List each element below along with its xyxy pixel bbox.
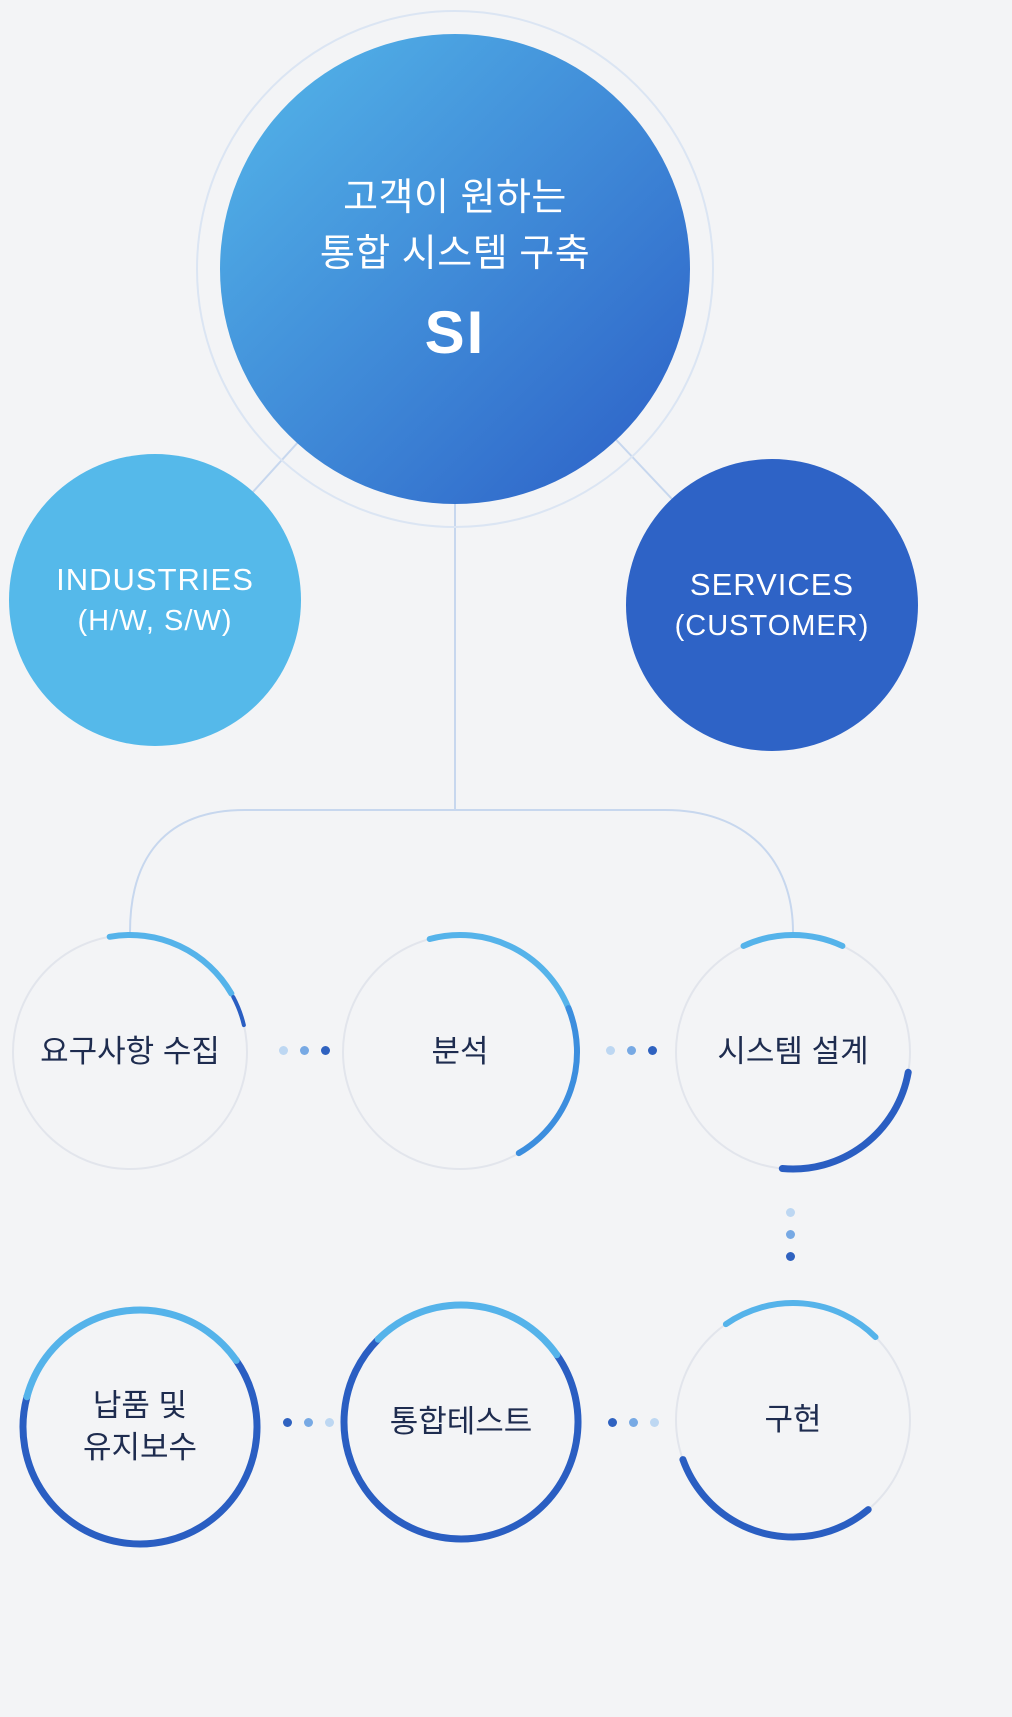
dot	[786, 1252, 795, 1261]
delivery-line1: 납품 및	[92, 1388, 188, 1424]
analysis-progress-arc	[340, 932, 580, 1172]
dot	[321, 1046, 330, 1055]
services-circle: SERVICES (CUSTOMER)	[626, 459, 918, 751]
main-circle-ring	[196, 10, 714, 528]
services-label-line2: (CUSTOMER)	[674, 610, 870, 643]
step-circle-analysis: 분석	[335, 927, 585, 1177]
integration-test-progress-arc	[340, 1301, 582, 1543]
services-label-line1: SERVICES	[689, 567, 855, 602]
industries-label-line1: INDUSTRIES	[56, 562, 254, 597]
step-label-integration-test: 통합테스트	[389, 1404, 533, 1440]
dots-analysis-design	[606, 1046, 657, 1055]
dot	[325, 1418, 334, 1427]
dots-delivery-test	[283, 1418, 334, 1427]
implementation-progress-arc	[672, 1299, 914, 1541]
step-circle-integration-test: 통합테스트	[336, 1297, 586, 1547]
main-circle-si-label: SI	[424, 298, 486, 366]
step-circle-implementation: 구현	[668, 1295, 918, 1545]
main-circle: 고객이 원하는 통합 시스템 구축 SI	[220, 34, 690, 504]
requirements-progress-arc	[10, 932, 250, 1172]
connector-bracket	[129, 809, 794, 933]
step-label-system-design: 시스템 설계	[717, 1034, 869, 1070]
main-circle-line2: 통합 시스템 구축	[319, 232, 591, 275]
dots-requirements-analysis	[279, 1046, 330, 1055]
dot	[627, 1046, 636, 1055]
dot	[786, 1208, 795, 1217]
step-label-requirements: 요구사항 수집	[40, 1034, 220, 1070]
step-label-delivery-maintenance: 납품 및 유지보수	[15, 1302, 265, 1552]
dot	[606, 1046, 615, 1055]
step-circle-requirements: 요구사항 수집	[5, 927, 255, 1177]
dot	[304, 1418, 313, 1427]
step-label-analysis: 분석	[431, 1034, 489, 1070]
delivery-line2: 유지보수	[82, 1430, 198, 1465]
industries-circle: INDUSTRIES (H/W, S/W)	[9, 454, 301, 746]
step-circle-system-design: 시스템 설계	[668, 927, 918, 1177]
dot	[279, 1046, 288, 1055]
dot	[608, 1418, 617, 1427]
dots-design-implementation	[786, 1208, 795, 1261]
dot	[650, 1418, 659, 1427]
dot	[283, 1418, 292, 1427]
dot	[648, 1046, 657, 1055]
system-design-progress-arc	[672, 931, 914, 1173]
dots-test-implementation	[608, 1418, 659, 1427]
dot	[300, 1046, 309, 1055]
industries-label-line2: (H/W, S/W)	[77, 605, 233, 638]
main-circle-line1: 고객이 원하는	[343, 177, 567, 220]
delivery-progress-arc	[19, 1306, 261, 1548]
step-label-implementation: 구현	[764, 1402, 822, 1438]
step-circle-delivery-maintenance: 납품 및 유지보수	[15, 1302, 265, 1552]
dot	[786, 1230, 795, 1239]
dot	[629, 1418, 638, 1427]
